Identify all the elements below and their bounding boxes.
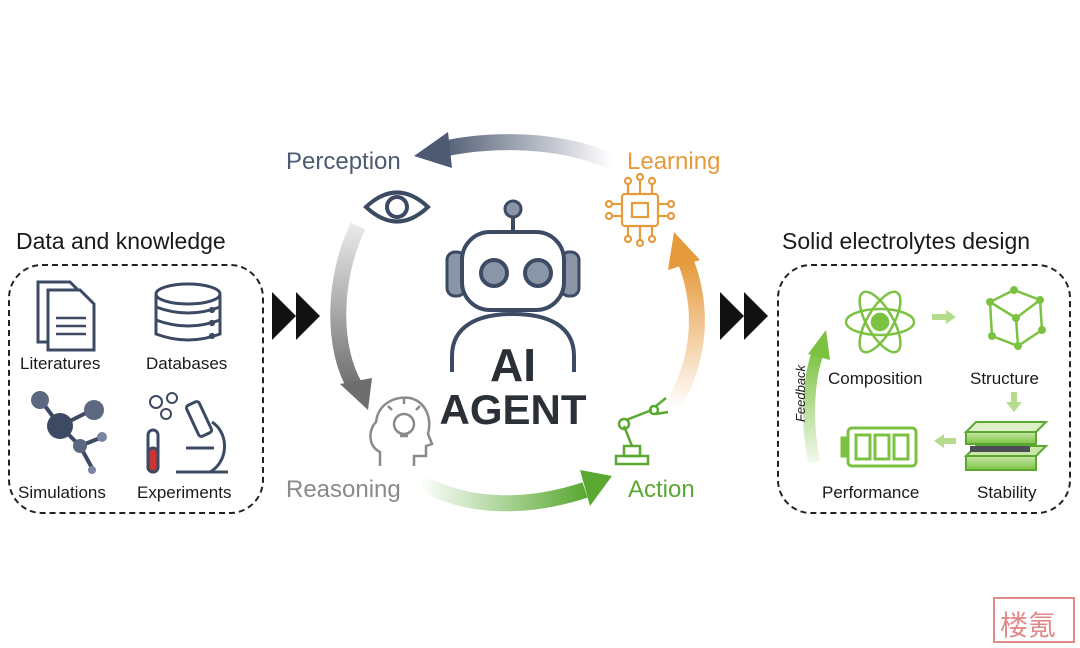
watermark-text: 楼氪	[1000, 609, 1057, 642]
agent-title: AGENT	[439, 386, 587, 433]
robot-arm-icon	[614, 397, 669, 466]
label-experiments: Experiments	[137, 483, 232, 502]
double-chevron-icon-right	[720, 292, 768, 340]
document-icon	[36, 280, 96, 352]
electrolyte-design-panel	[777, 264, 1071, 514]
thinking-head-icon	[369, 396, 434, 466]
label-feedback: Feedback	[793, 364, 809, 423]
arrow-structure-stability	[1006, 392, 1022, 412]
feedback-arrow	[803, 330, 830, 464]
label-databases: Databases	[146, 354, 228, 373]
watermark-seal	[993, 597, 1075, 643]
label-composition: Composition	[828, 369, 923, 388]
label-stability: Stability	[977, 483, 1037, 502]
data-knowledge-panel	[8, 264, 264, 514]
microscope-icon	[146, 392, 228, 474]
double-chevron-icon-left	[272, 292, 320, 340]
arrow-action	[416, 470, 612, 512]
arrow-stability-performance	[934, 434, 956, 448]
arrow-reasoning	[330, 222, 372, 410]
label-perception: Perception	[286, 148, 401, 175]
atom-icon	[844, 290, 916, 354]
label-action: Action	[628, 476, 695, 503]
battery-icon	[840, 426, 918, 468]
layered-cell-icon	[963, 421, 1049, 471]
arrow-perception	[414, 132, 616, 170]
right-panel-title: Solid electrolytes design	[782, 228, 1031, 254]
arrow-learning	[665, 232, 705, 413]
label-literatures: Literatures	[20, 354, 101, 373]
database-icon	[154, 282, 222, 342]
left-panel-title: Data and knowledge	[16, 228, 226, 254]
ai-title: AI	[490, 339, 536, 391]
arrow-composition-structure	[932, 310, 956, 324]
label-structure: Structure	[970, 369, 1039, 388]
molecule-icon	[31, 391, 107, 474]
eye-icon	[363, 190, 431, 224]
label-performance: Performance	[822, 483, 920, 502]
label-learning: Learning	[627, 148, 721, 175]
chip-brain-icon	[604, 172, 676, 248]
robot-icon	[445, 199, 581, 372]
label-simulations: Simulations	[18, 483, 106, 502]
crystal-structure-icon	[986, 286, 1046, 350]
label-reasoning: Reasoning	[286, 476, 401, 503]
